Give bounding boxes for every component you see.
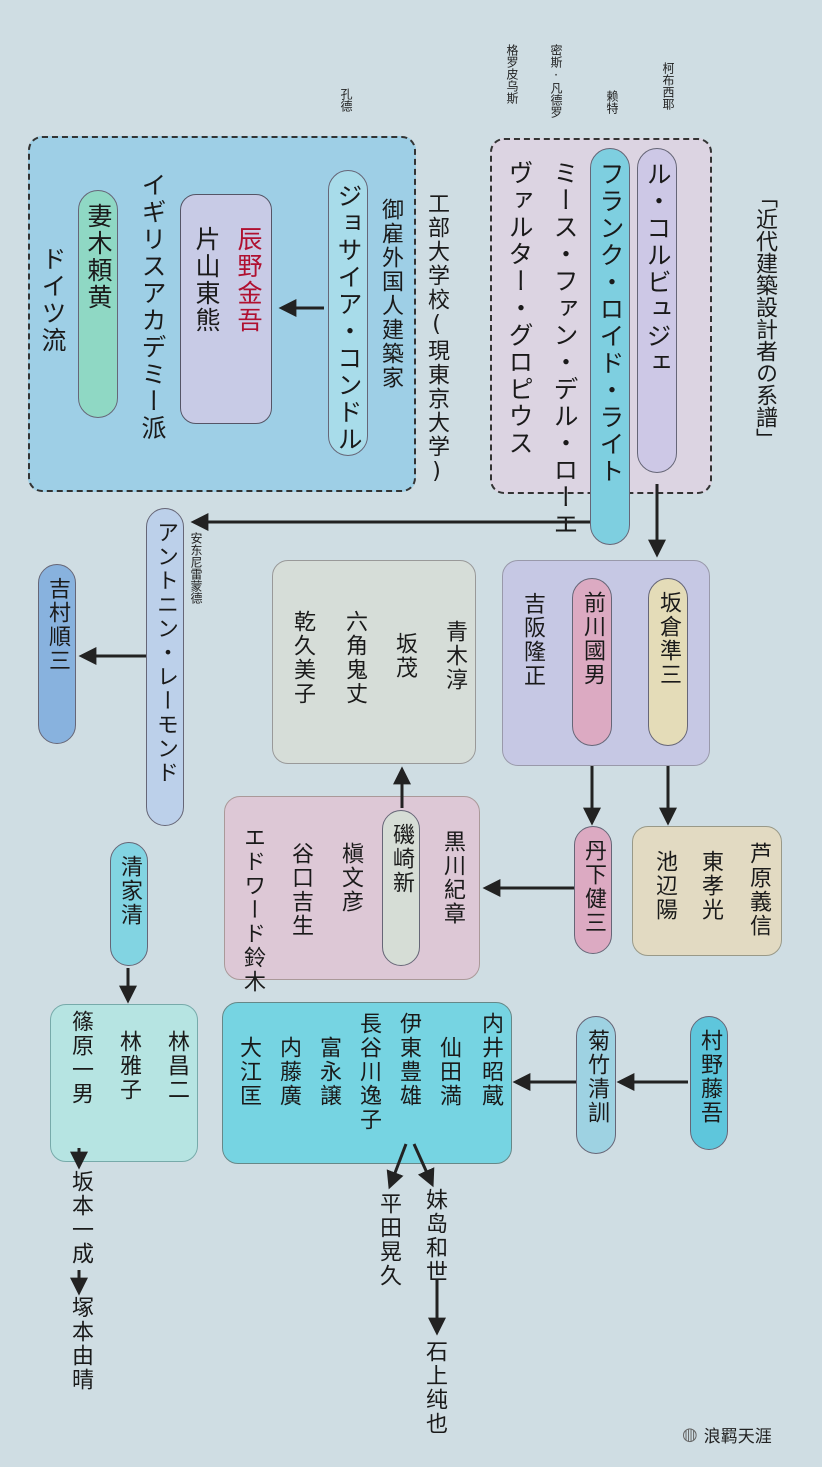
wechat-icon: ◍ xyxy=(682,1424,698,1445)
corbusier-pill: ル・コルビュジェ xyxy=(637,148,677,473)
yoshimura-label: 吉村順三 xyxy=(45,577,70,673)
conder-label: ジョサイア・コンドル xyxy=(334,183,363,453)
kikutake-pill: 菊竹清訓 xyxy=(576,1016,616,1154)
hasegawa-label: 長谷川逸子 xyxy=(356,1012,381,1132)
hayashi-shoji-label: 林昌二 xyxy=(164,1030,189,1102)
tsumaki-label: 妻木頼黄 xyxy=(84,203,113,311)
wright-pill: フランク・ロイド・ライト xyxy=(590,148,630,545)
wright-label: フランク・ロイド・ライト xyxy=(596,161,625,485)
corbusier-label: ル・コルビュジェ xyxy=(643,161,672,377)
hired-label: 御雇外国人建築家 xyxy=(378,198,403,390)
raymond-label: アントニン・レーモンド xyxy=(153,521,178,785)
tsukamoto-label: 塚本由晴 xyxy=(68,1296,93,1392)
tominaga-label: 富永譲 xyxy=(316,1036,341,1108)
mies-label: ミース・ファン・デル・ローエ xyxy=(550,160,579,538)
gropius-label: ヴァルター・グロピウス xyxy=(505,160,534,457)
ishigami-label: 石上纯也 xyxy=(422,1340,447,1436)
note-mies: 密斯·凡德罗 xyxy=(549,44,563,118)
uchii-label: 内井昭蔵 xyxy=(478,1012,503,1108)
yoshimura-pill: 吉村順三 xyxy=(38,564,76,744)
note-gropius: 格罗皮乌斯 xyxy=(505,44,519,104)
kurokawa-label: 黒川紀章 xyxy=(440,830,465,926)
maki-label: 槇文彦 xyxy=(338,842,363,914)
rokkaku-label: 六角鬼丈 xyxy=(342,610,367,706)
maekawa-pill: 前川國男 xyxy=(572,578,612,746)
shinohara-label: 篠原一男 xyxy=(68,1010,93,1106)
note-wright: 赖特 xyxy=(605,90,619,114)
murano-label: 村野藤吾 xyxy=(697,1029,722,1125)
isozaki-pupils-box xyxy=(272,560,476,764)
german-school-label: ドイツ流 xyxy=(38,246,67,354)
tange-pupils-box xyxy=(224,796,480,980)
naito-label: 内藤廣 xyxy=(276,1036,301,1108)
arrow-ito-hirata xyxy=(386,1143,408,1190)
raymond-pill: アントニン・レーモンド xyxy=(146,508,184,826)
sakamoto-label: 坂本一成 xyxy=(68,1170,93,1266)
ashihara-label: 芦原義信 xyxy=(746,842,771,938)
sejima-label: 妹岛和世 xyxy=(422,1188,447,1284)
oe-label: 大江匡 xyxy=(236,1036,261,1108)
note-raymond: 安东尼雷蒙德 xyxy=(189,532,203,604)
azuma-label: 東孝光 xyxy=(698,850,723,922)
tsumaki-pill: 妻木頼黄 xyxy=(78,190,118,418)
kikutake-label: 菊竹清訓 xyxy=(584,1029,609,1125)
hayashi-masako-label: 林雅子 xyxy=(116,1030,141,1102)
british-school-label: イギリスアカデミー派 xyxy=(138,172,167,442)
note-corbusier: 柯布西耶 xyxy=(661,62,675,110)
ito-label: 伊東豊雄 xyxy=(396,1012,421,1108)
ban-label: 坂茂 xyxy=(392,632,417,680)
aoki-label: 青木淳 xyxy=(442,620,467,692)
school-label: 工部大学校(現東京大学) xyxy=(424,192,449,486)
murano-pill: 村野藤吾 xyxy=(690,1016,728,1150)
isozaki-label: 磯崎新 xyxy=(389,823,414,895)
isozaki-pill: 磯崎新 xyxy=(382,810,420,966)
diagram-title: 「近代建築設計者の系譜」 xyxy=(752,186,777,450)
hirata-label: 平田晃久 xyxy=(376,1192,401,1288)
tange-pill: 丹下健三 xyxy=(574,826,612,954)
seike-pill: 清家清 xyxy=(110,842,148,966)
tange-label: 丹下健三 xyxy=(581,839,606,935)
sakakura-label: 坂倉準三 xyxy=(656,591,681,687)
tatsuno-label: 辰野金吾 xyxy=(234,226,263,334)
taniguchi-label: 谷口吉生 xyxy=(288,842,313,938)
watermark-text: 浪羁天涯 xyxy=(703,1427,772,1447)
seike-pupils-box xyxy=(50,1004,198,1162)
yoshizaka-label: 吉阪隆正 xyxy=(520,592,545,688)
maekawa-label: 前川國男 xyxy=(580,591,605,687)
senda-label: 仙田満 xyxy=(436,1036,461,1108)
ikebe-label: 池辺陽 xyxy=(652,850,677,922)
inui-label: 乾久美子 xyxy=(290,610,315,706)
conder-pill: ジョサイア・コンドル xyxy=(328,170,368,456)
watermark: ◍ 浪羁天涯 xyxy=(682,1422,772,1447)
katayama-label: 片山東熊 xyxy=(192,226,221,334)
kikutake-pupils-box xyxy=(222,1002,512,1164)
note-conder: 孔德 xyxy=(339,88,353,112)
seike-label: 清家清 xyxy=(117,855,142,927)
edward-suzuki-label: エドワード鈴木 xyxy=(240,826,265,994)
sakakura-pupils-box xyxy=(632,826,782,956)
sakakura-pill: 坂倉準三 xyxy=(648,578,688,746)
arrow-ito-sejima xyxy=(412,1143,435,1188)
tatsuno-box xyxy=(180,194,272,424)
